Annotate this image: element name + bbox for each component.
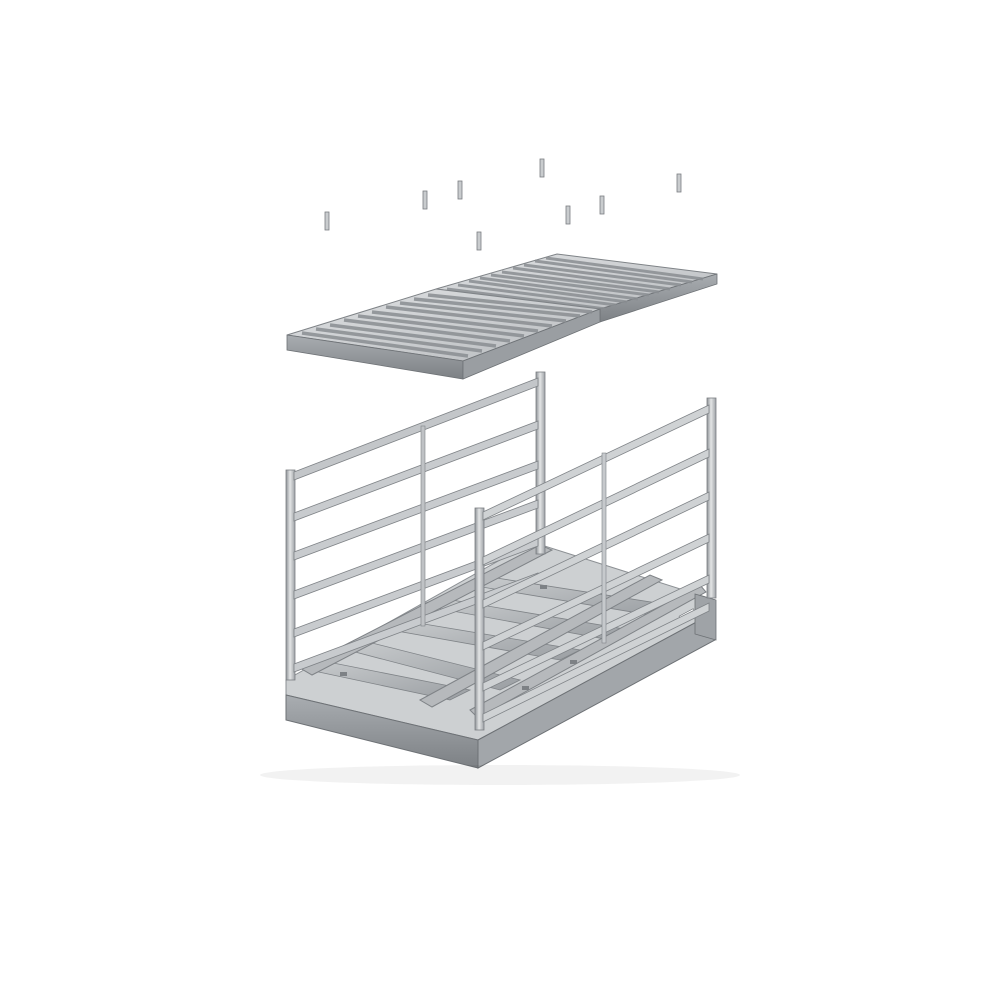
rail-frame-front bbox=[474, 397, 717, 731]
pins-group bbox=[324, 158, 682, 251]
pin bbox=[676, 173, 682, 193]
pin bbox=[476, 231, 482, 251]
rail-post bbox=[285, 469, 296, 681]
pin bbox=[457, 180, 463, 200]
pin bbox=[599, 195, 605, 215]
grating-panel-right bbox=[435, 253, 718, 323]
ground-shadow bbox=[260, 765, 740, 785]
pin bbox=[565, 205, 571, 225]
grating-panel-left bbox=[286, 288, 601, 380]
pin bbox=[539, 158, 545, 178]
pin bbox=[324, 211, 330, 231]
pin bbox=[422, 190, 428, 210]
grating-panels bbox=[286, 253, 718, 380]
rail-post bbox=[474, 507, 485, 731]
